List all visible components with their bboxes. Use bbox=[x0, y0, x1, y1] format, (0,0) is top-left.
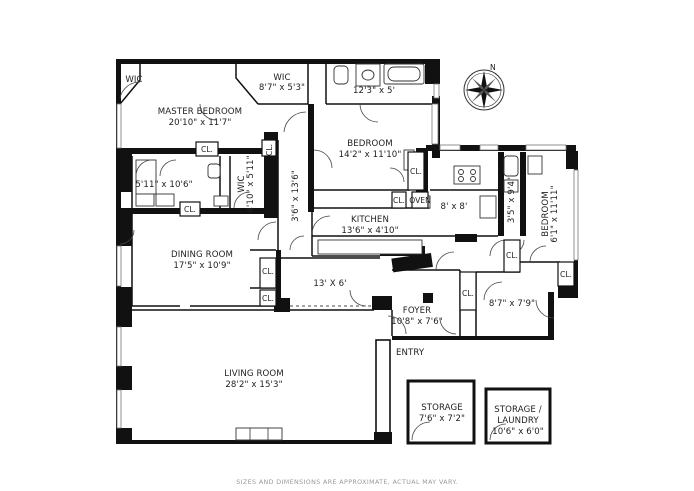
storage-name: STORAGE bbox=[421, 403, 463, 413]
wic-vert-dim: 4'10" x 5'11" bbox=[246, 155, 256, 212]
bath-right-dim: 3'5" x 9'4" bbox=[507, 177, 517, 223]
wic-left-name: WIC bbox=[125, 75, 142, 85]
closet-label: CL. bbox=[462, 289, 474, 298]
bedroom-right-name: BEDROOM bbox=[541, 191, 551, 237]
storage-laundry-name: STORAGE / bbox=[494, 405, 541, 415]
bath-left-dim: 5'11" x 10'6" bbox=[135, 180, 192, 190]
dining-room-name: DINING ROOM bbox=[171, 250, 233, 260]
closets bbox=[179, 139, 575, 311]
hall-vert-dim: 3'6" x 13'6" bbox=[291, 170, 301, 222]
bedroom-right-dim: 6'1" x 11'11" bbox=[550, 185, 560, 242]
compass-north-label: N bbox=[490, 63, 496, 72]
living-room-dim: 28'2" x 15'3" bbox=[225, 380, 282, 390]
bedroom-center-name: BEDROOM bbox=[347, 139, 393, 149]
wic-top-dim: 8'7" x 5'3" bbox=[259, 83, 305, 93]
compass-icon: N bbox=[463, 63, 505, 111]
foyer-name: FOYER bbox=[403, 306, 431, 316]
living-room-name: LIVING ROOM bbox=[224, 369, 284, 379]
closet-label: CL. bbox=[410, 167, 422, 176]
closet-label: CL. bbox=[262, 294, 274, 303]
storage-laundry-name2: LAUNDRY bbox=[497, 416, 539, 426]
closet-label: CL. bbox=[506, 251, 518, 260]
partitions bbox=[119, 62, 560, 445]
master-bedroom-name: MASTER BEDROOM bbox=[158, 107, 242, 117]
storage-laundry-dim: 10'6" x 6'0" bbox=[492, 427, 544, 437]
bath-top-dim: 12'3" x 5' bbox=[353, 86, 395, 96]
kitchen-name: KITCHEN bbox=[351, 215, 389, 225]
storage-dim: 7'6" x 7'2" bbox=[419, 414, 465, 424]
closet-label: CL. bbox=[560, 270, 572, 279]
closet-label: CL. bbox=[393, 196, 405, 205]
room-labels: WIC WIC 8'7" x 5'3" 12'3" x 5' MASTER BE… bbox=[125, 73, 560, 437]
bedroom-center-dim: 14'2" x 11'10" bbox=[339, 150, 402, 160]
closet-label: CL. bbox=[265, 144, 274, 156]
closet-label: CL. bbox=[262, 267, 274, 276]
wic-top-name: WIC bbox=[273, 73, 290, 83]
master-bedroom-dim: 20'10" x 11'7" bbox=[169, 118, 232, 128]
kitchen-dim: 13'6" x 4'10" bbox=[341, 226, 398, 236]
windows bbox=[116, 83, 579, 429]
back-hall-dim: 8'7" x 7'9" bbox=[489, 299, 535, 309]
closet-label: CL. bbox=[184, 205, 196, 214]
fixtures bbox=[135, 63, 543, 441]
disclaimer-text: SIZES AND DIMENSIONS ARE APPROXIMATE, AC… bbox=[236, 479, 457, 486]
closet-labels: CL. CL. CL. CL. CL. CL. CL. CL. CL. CL. … bbox=[184, 144, 572, 303]
laundry-small-dim: 8' x 8' bbox=[441, 202, 468, 212]
entry-label: ENTRY bbox=[396, 348, 425, 358]
wic-vert-name: WIC bbox=[237, 175, 247, 192]
oven-label: OVEN bbox=[409, 196, 431, 205]
dining-room-dim: 17'5" x 10'9" bbox=[173, 261, 230, 271]
gallery-dim: 13' X 6' bbox=[313, 279, 346, 289]
foyer-dim: 10'8" x 7'6" bbox=[391, 317, 443, 327]
closet-label: CL. bbox=[201, 145, 213, 154]
